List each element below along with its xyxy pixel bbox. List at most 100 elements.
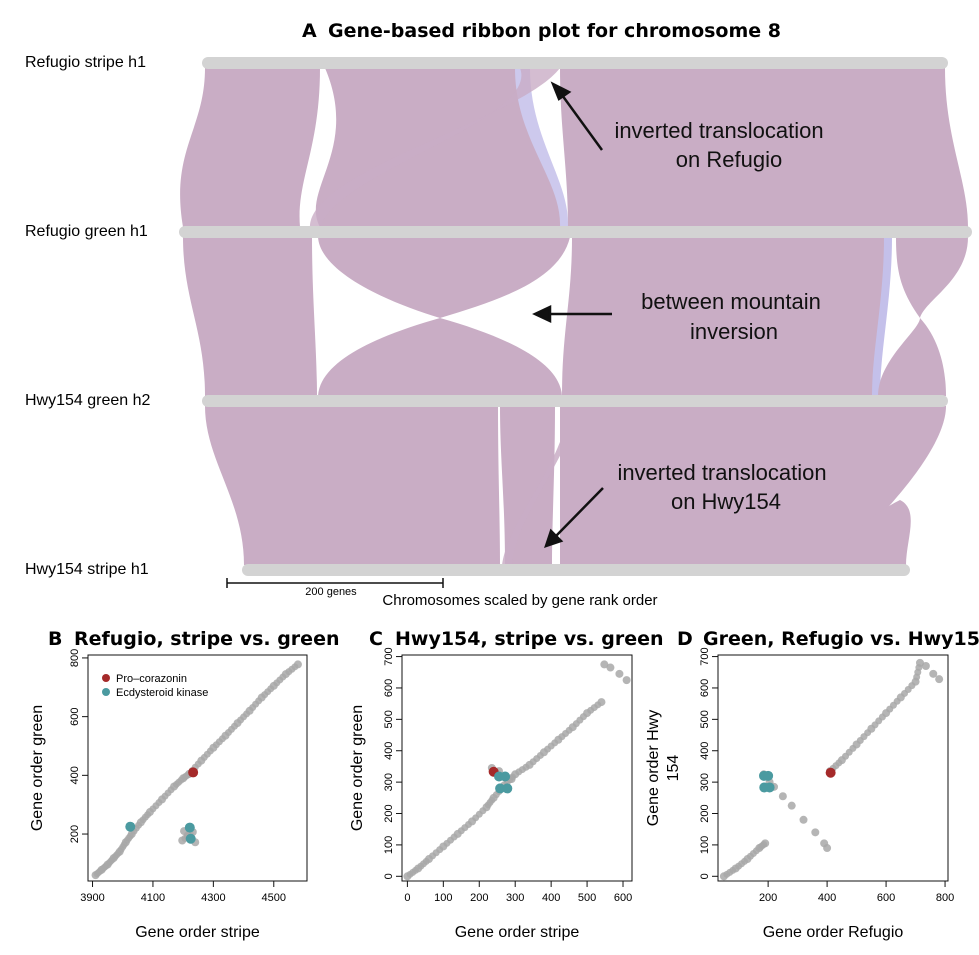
x-tick-label: 3900 [80, 892, 104, 904]
legend-marker [102, 688, 110, 696]
y-tick-label: 400 [69, 766, 81, 784]
y-tick-label: 500 [383, 710, 395, 728]
x-tick-label: 400 [818, 892, 836, 904]
y-tick-label: 500 [699, 710, 711, 728]
chromosomes [179, 57, 972, 576]
series-pro-corazonin [825, 767, 836, 778]
x-tick-label: 0 [404, 892, 410, 904]
y-axis-label: Gene order green [349, 705, 366, 831]
data-point [787, 801, 796, 810]
scale-bar [226, 578, 444, 588]
legend-label: Pro–corazonin [116, 673, 187, 685]
panel-letter: B [48, 628, 62, 650]
data-point [125, 821, 136, 832]
annotation-arrows [532, 81, 612, 548]
data-point [500, 771, 511, 782]
data-point [495, 783, 506, 794]
y-tick-label: 600 [383, 679, 395, 697]
y-tick-label: 600 [699, 679, 711, 697]
panel-a-title: Gene-based ribbon plot for chromosome 8 [328, 20, 781, 42]
arrowhead-hwy [544, 528, 564, 548]
y-tick-label: 100 [383, 836, 395, 854]
ribbons [180, 68, 968, 565]
series-pro-corazonin [188, 767, 199, 778]
track-label: Hwy154 green h2 [25, 392, 151, 409]
panel-letter: D [677, 628, 693, 650]
annotation-refugio-line2: on Refugio [676, 147, 782, 172]
series-ecdysteroid-kinase [759, 770, 775, 793]
y-tick-label: 300 [699, 773, 711, 791]
y-tick-label: 400 [383, 742, 395, 760]
panel-title: Green, Refugio vs. Hwy154 [703, 628, 979, 650]
x-tick-label: 600 [877, 892, 895, 904]
annotation-hwy-line2: on Hwy154 [671, 489, 781, 514]
annotations: inverted translocation on Refugio betwee… [614, 118, 826, 514]
annotation-refugio-line1: inverted translocation [614, 118, 823, 143]
x-tick-label: 200 [759, 892, 777, 904]
track-label: Hwy154 stripe h1 [25, 561, 149, 578]
ribbon-refugio-translocation [310, 68, 560, 227]
x-tick-label: 4500 [262, 892, 286, 904]
ribbon-hwy-middle [500, 406, 555, 565]
ribbon-hwy-right [560, 406, 946, 565]
data-point [188, 767, 199, 778]
scale-bar-label: 200 genes [305, 586, 357, 598]
y-tick-label: 200 [699, 804, 711, 822]
data-point [764, 782, 775, 793]
data-point [761, 839, 770, 848]
series-genes [403, 660, 631, 881]
y-tick-label: 800 [69, 649, 81, 667]
x-axis-label: Gene order stripe [455, 924, 580, 941]
y-tick-label: 700 [699, 647, 711, 665]
ribbon-refugio-right [560, 68, 968, 227]
panel-a: A Gene-based ribbon plot for chromosome … [25, 20, 972, 609]
ribbon-green-inversion-a [318, 237, 570, 318]
x-axis-label: Gene order stripe [135, 924, 260, 941]
ribbon-green-inverted-edge [872, 237, 892, 396]
plot-frame [87, 654, 308, 882]
y-tick-label: 200 [383, 804, 395, 822]
data-point [823, 844, 832, 853]
data-point [921, 661, 930, 670]
arrow-refugio [560, 94, 604, 151]
y-tick-label: 300 [383, 773, 395, 791]
plot-frame [401, 654, 633, 882]
annotation-inversion-line1: between mountain [641, 289, 821, 314]
arrowhead-inversion [532, 305, 552, 323]
legend-label: Ecdysteroid kinase [116, 687, 208, 699]
ribbon-green-far-right [878, 237, 968, 396]
data-point [825, 767, 836, 778]
data-point [799, 815, 808, 824]
data-point [185, 833, 196, 844]
plot-frame [717, 654, 949, 882]
panel-a-footer: Chromosomes scaled by gene rank order [382, 592, 657, 609]
y-tick-label: 200 [69, 825, 81, 843]
data-point [929, 669, 938, 678]
ribbon-refugio-left [180, 68, 320, 227]
y-tick-label: 0 [699, 873, 711, 879]
x-axis-label: Gene order Refugio [763, 924, 904, 941]
track-label: Refugio green h1 [25, 223, 148, 240]
data-point [597, 698, 606, 707]
x-tick-label: 100 [434, 892, 452, 904]
data-point [811, 828, 820, 837]
data-point [778, 792, 787, 801]
data-point [184, 822, 195, 833]
panel-letter: C [369, 628, 383, 650]
data-point [763, 770, 774, 781]
y-tick-label: 100 [699, 836, 711, 854]
arrowhead-refugio [550, 81, 572, 101]
x-tick-label: 4300 [201, 892, 225, 904]
ribbon-hwy-left [205, 406, 500, 565]
data-point [935, 675, 944, 684]
series-genes [91, 660, 302, 880]
panel-title: Refugio, stripe vs. green [74, 628, 339, 650]
annotation-hwy-line1: inverted translocation [617, 460, 826, 485]
data-point [502, 783, 513, 794]
